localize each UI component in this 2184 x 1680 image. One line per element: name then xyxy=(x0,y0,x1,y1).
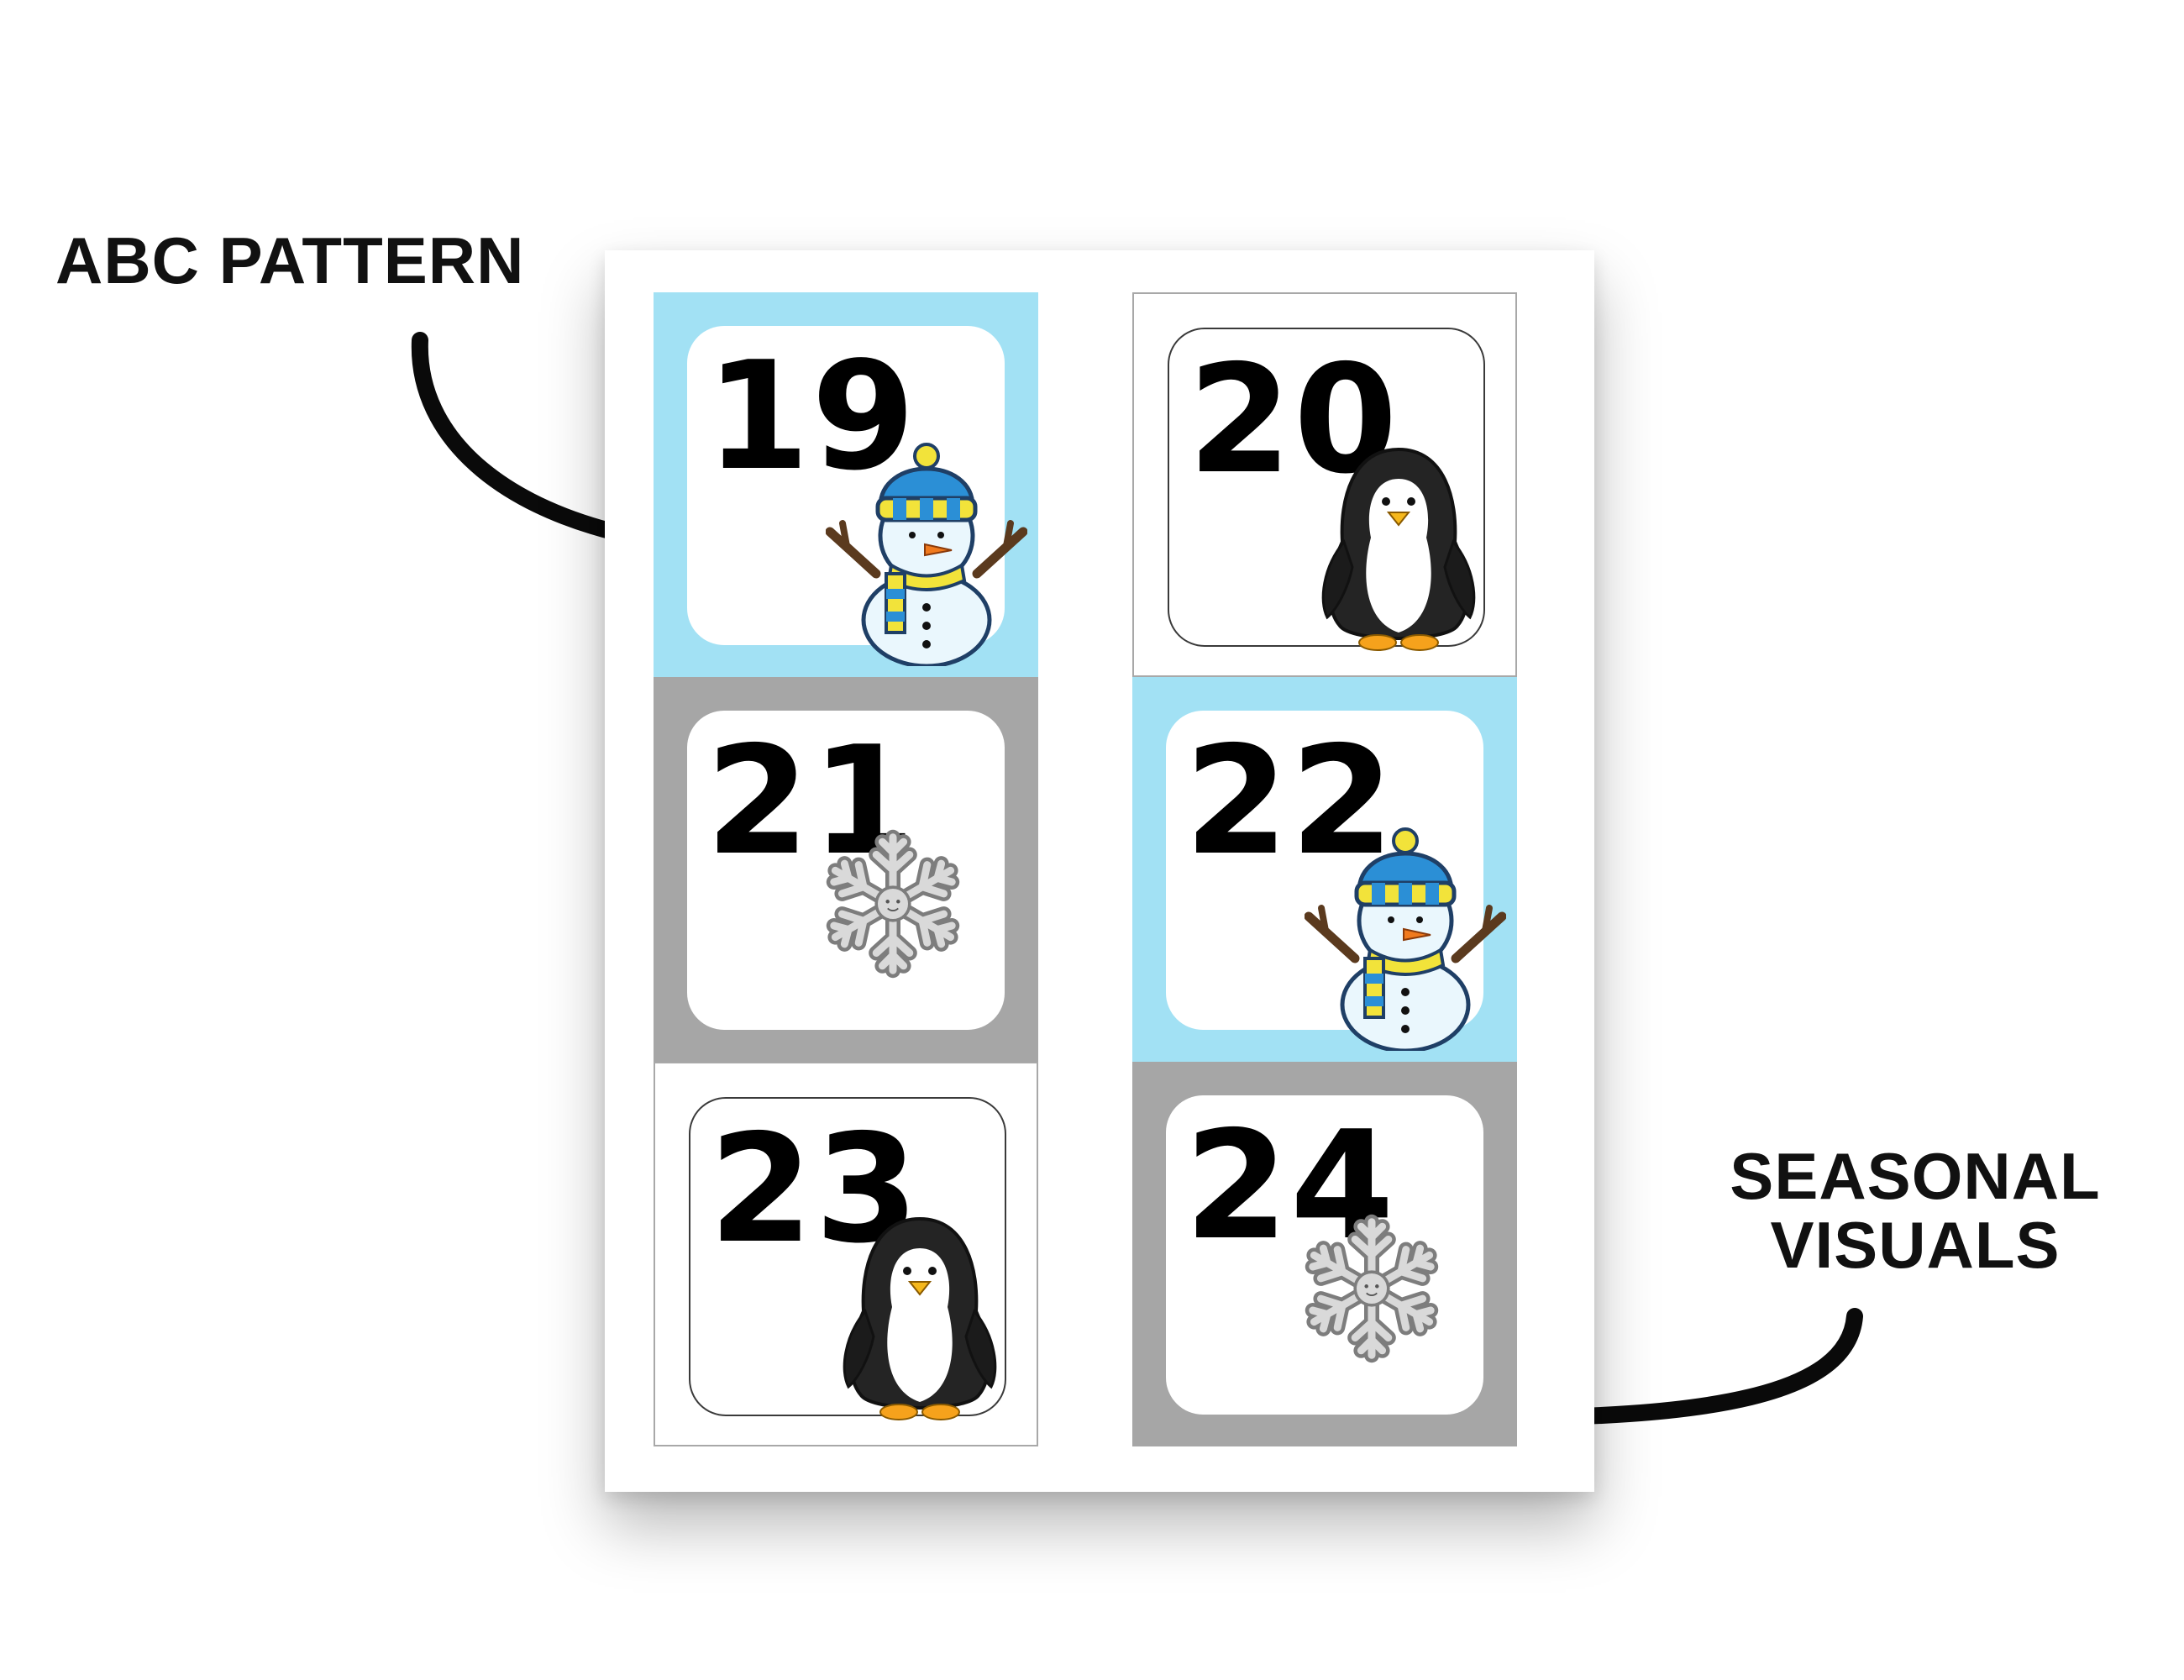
snowflake-icon xyxy=(826,829,960,979)
calendar-card-23: 23 xyxy=(654,1062,1038,1446)
seasonal-visuals-label-line2: VISUALS xyxy=(1770,1207,2061,1282)
snowman-icon xyxy=(1305,827,1506,1051)
card-number: 19 xyxy=(706,329,917,503)
card-number: 22 xyxy=(1184,714,1396,888)
penguin-icon xyxy=(843,1216,997,1420)
calendar-card-sheet: 19 20 21 xyxy=(605,250,1594,1492)
abc-pattern-callout: ABC PATTERN xyxy=(55,223,525,297)
penguin-icon xyxy=(1321,447,1476,651)
calendar-card-19: 19 xyxy=(654,292,1038,677)
snowman-icon xyxy=(826,443,1027,666)
calendar-card-22: 22 xyxy=(1132,677,1517,1062)
calendar-card-21: 21 xyxy=(654,677,1038,1062)
seasonal-visuals-callout: SEASONAL VISUALS xyxy=(1714,1142,2117,1280)
calendar-card-24: 24 xyxy=(1132,1062,1517,1446)
abc-pattern-label: ABC PATTERN xyxy=(55,223,525,297)
seasonal-visuals-label-line1: SEASONAL xyxy=(1730,1139,2101,1213)
snowflake-icon xyxy=(1305,1214,1439,1363)
calendar-card-20: 20 xyxy=(1132,292,1517,677)
